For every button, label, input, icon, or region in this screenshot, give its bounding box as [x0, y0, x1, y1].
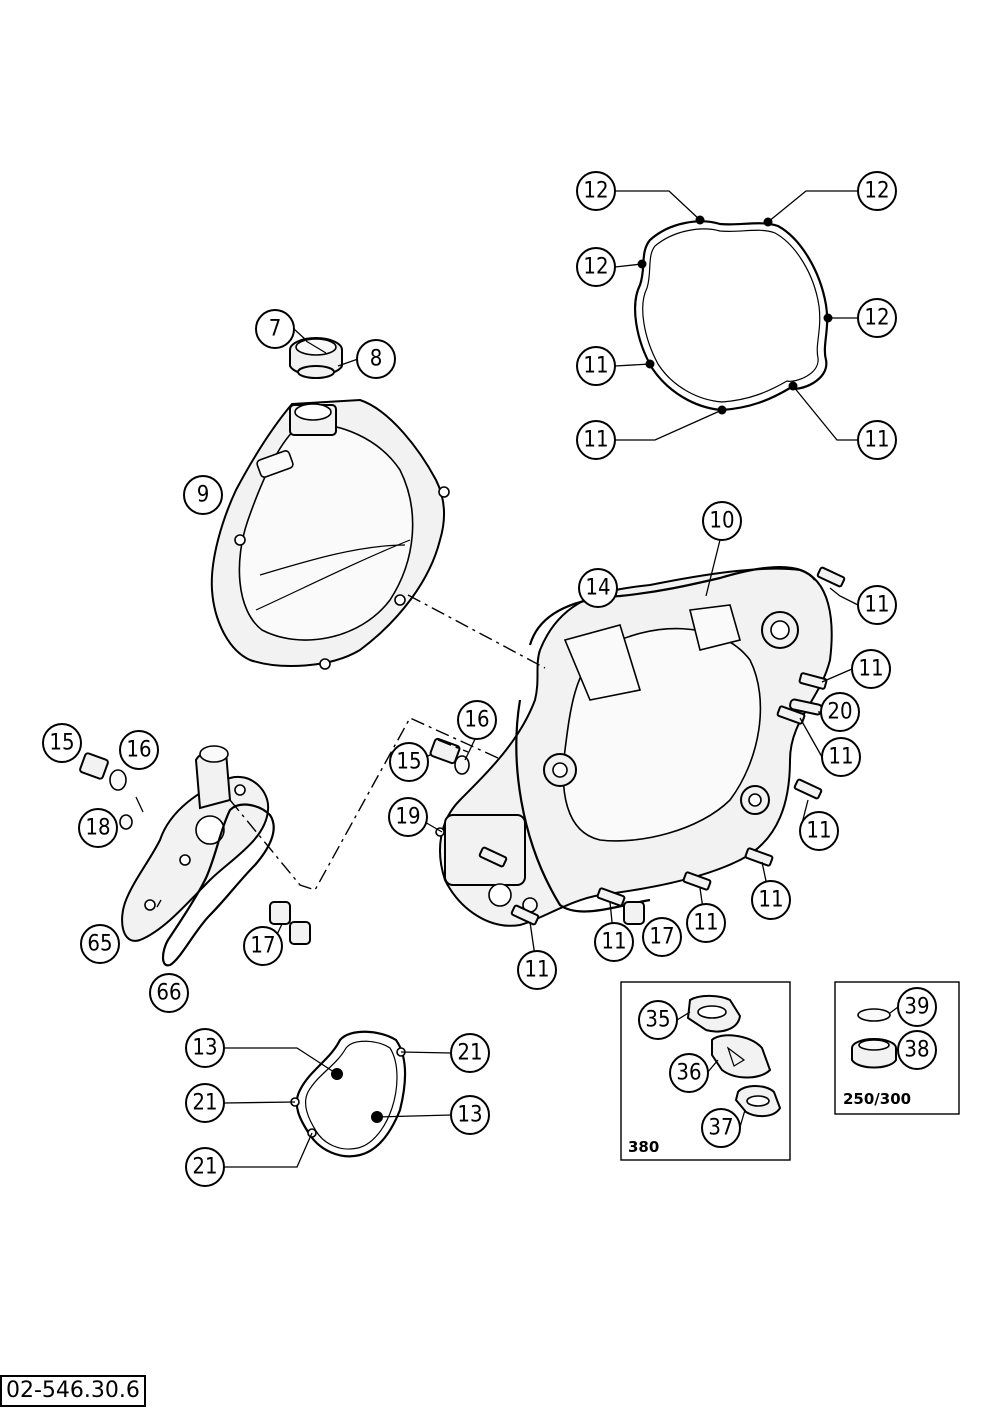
callout: 12 — [576, 247, 616, 287]
callout-label: 21 — [192, 1155, 217, 1180]
callout: 11 — [576, 346, 616, 386]
callout: 14 — [578, 568, 618, 608]
callout: 18 — [78, 808, 118, 848]
callout-label: 11 — [828, 745, 853, 770]
callout: 9 — [183, 475, 223, 515]
callout: 13 — [450, 1095, 490, 1135]
callout: 12 — [857, 171, 897, 211]
callout-label: 11 — [864, 428, 889, 453]
callout: 11 — [594, 922, 634, 962]
callout-label: 37 — [708, 1116, 733, 1141]
callout-label: 11 — [583, 354, 608, 379]
oil-filler-plug — [289, 337, 343, 379]
callout: 12 — [857, 298, 897, 338]
cover-gasket — [515, 565, 816, 913]
callout-label: 7 — [269, 317, 282, 342]
callout-label: 39 — [904, 995, 929, 1020]
callout: 37 — [701, 1108, 741, 1148]
water-pump-gasket-lower — [290, 1030, 407, 1158]
drawing-reference-number: 02-546.30.6 — [0, 1375, 146, 1407]
callout-label: 11 — [601, 930, 626, 955]
callout-label: 21 — [457, 1041, 482, 1066]
callout-label: 15 — [396, 750, 421, 775]
small-parts — [79, 566, 846, 945]
callout-label: 11 — [858, 657, 883, 682]
callout: 8 — [356, 339, 396, 379]
callout: 21 — [185, 1147, 225, 1187]
callout: 20 — [820, 692, 860, 732]
callout: 11 — [857, 585, 897, 625]
callout-label: 8 — [370, 347, 383, 372]
callout: 10 — [702, 501, 742, 541]
callout-label: 12 — [583, 255, 608, 280]
callout: 21 — [185, 1083, 225, 1123]
callout: 15 — [389, 742, 429, 782]
inset-250-300 — [834, 981, 960, 1115]
callout: 11 — [799, 811, 839, 851]
callout: 13 — [185, 1028, 225, 1068]
assembly-lines — [229, 594, 546, 891]
callout: 16 — [119, 730, 159, 770]
callout-label: 12 — [583, 179, 608, 204]
callout-label: 10 — [709, 509, 734, 534]
callout-label: 11 — [758, 888, 783, 913]
callout-label: 19 — [395, 805, 420, 830]
inset-380 — [620, 981, 791, 1161]
callout-label: 21 — [192, 1091, 217, 1116]
callout-label: 20 — [827, 700, 852, 725]
clutch-cover-gasket — [634, 215, 833, 415]
callout: 7 — [255, 309, 295, 349]
callout-label: 9 — [197, 483, 210, 508]
callout-label: 66 — [156, 981, 181, 1006]
callout-label: 38 — [904, 1038, 929, 1063]
callout: 11 — [686, 903, 726, 943]
callout: 11 — [851, 649, 891, 689]
callout-label: 12 — [864, 306, 889, 331]
inset-label-380: 380 — [628, 1138, 659, 1156]
callout-label: 11 — [864, 593, 889, 618]
callout-label: 17 — [649, 925, 674, 950]
callout-label: 11 — [806, 819, 831, 844]
callout: 15 — [42, 723, 82, 763]
callout: 65 — [80, 924, 120, 964]
water-pump-gasket — [161, 803, 275, 967]
callout: 21 — [450, 1033, 490, 1073]
callout-label: 13 — [457, 1103, 482, 1128]
callout-label: 36 — [676, 1061, 701, 1086]
callout-label: 16 — [126, 738, 151, 763]
callout: 39 — [897, 987, 937, 1027]
callout: 36 — [669, 1053, 709, 1093]
callout: 11 — [751, 880, 791, 920]
callout: 66 — [149, 973, 189, 1013]
callout-label: 16 — [464, 708, 489, 733]
callout-label: 12 — [864, 179, 889, 204]
callout-label: 11 — [583, 428, 608, 453]
callout-label: 11 — [524, 958, 549, 983]
callout: 17 — [642, 917, 682, 957]
callout: 11 — [576, 420, 616, 460]
leader-lines — [135, 190, 899, 1168]
clutch-cover — [210, 398, 450, 670]
water-pump-cover — [121, 745, 270, 942]
callout-label: 11 — [693, 911, 718, 936]
callout-label: 15 — [49, 731, 74, 756]
callout-label: 17 — [250, 934, 275, 959]
callout: 38 — [897, 1030, 937, 1070]
callout-label: 14 — [585, 576, 610, 601]
callout-label: 18 — [85, 816, 110, 841]
callout: 35 — [638, 1000, 678, 1040]
callout: 11 — [857, 420, 897, 460]
crankcase-cover — [435, 567, 833, 927]
inset-label-250-300: 250/300 — [843, 1090, 911, 1108]
callout: 19 — [388, 797, 428, 837]
callout-label: 35 — [645, 1008, 670, 1033]
callout: 12 — [576, 171, 616, 211]
callout-label: 13 — [192, 1036, 217, 1061]
callout: 11 — [821, 737, 861, 777]
callout: 17 — [243, 926, 283, 966]
callout-label: 65 — [87, 932, 112, 957]
callout: 11 — [517, 950, 557, 990]
callout: 16 — [457, 700, 497, 740]
